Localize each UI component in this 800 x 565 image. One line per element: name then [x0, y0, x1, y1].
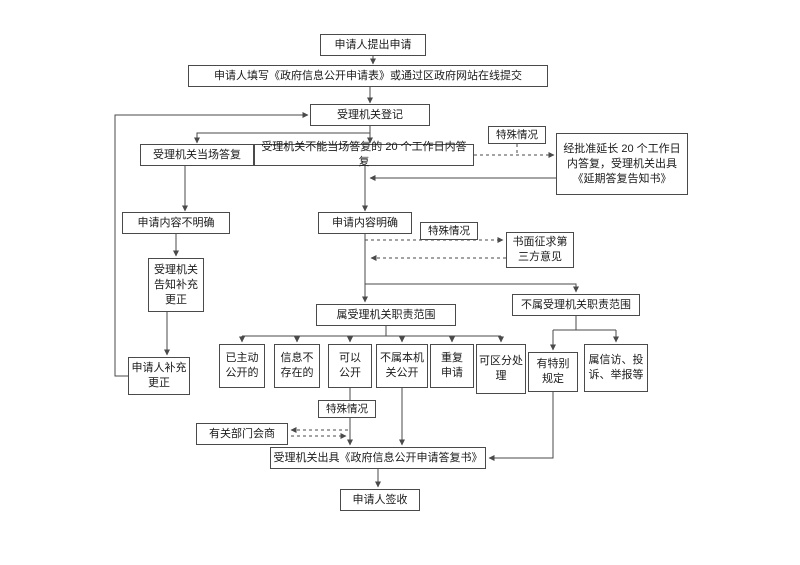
node-applicant-supplement: 申请人补充 更正 [128, 357, 190, 395]
node-fill-form: 申请人填写《政府信息公开申请表》或通过区政府网站在线提交 [188, 65, 548, 87]
node-special-case-3: 特殊情况 [318, 400, 376, 418]
node-onspot-reply: 受理机关当场答复 [140, 144, 254, 166]
node-differentiated: 可区分处 理 [476, 344, 526, 394]
node-petition: 属信访、投 诉、举报等 [584, 344, 648, 392]
node-notify-supplement: 受理机关 告知补充 更正 [148, 258, 204, 312]
node-content-clear: 申请内容明确 [318, 212, 412, 234]
node-repeat-apply: 重复 申请 [430, 344, 474, 388]
node-not-this-organ: 不属本机 关公开 [376, 344, 428, 388]
node-content-unclear: 申请内容不明确 [122, 212, 230, 234]
node-register: 受理机关登记 [310, 104, 430, 126]
node-in-scope: 属受理机关职责范围 [316, 304, 456, 326]
node-special-case-1: 特殊情况 [488, 126, 546, 144]
node-not-onspot-reply: 受理机关不能当场答复的 20 个工作日内答复 [254, 141, 474, 168]
node-issue-reply: 受理机关出具《政府信息公开申请答复书》 [270, 447, 486, 469]
node-extend-reply: 经批准延长 20 个工作日 内答复，受理机关出具 《延期答复告知书》 [556, 133, 688, 195]
node-third-party: 书面征求第 三方意见 [506, 232, 574, 268]
node-special-rules: 有特别 规定 [528, 352, 578, 392]
node-can-disclose: 可以 公开 [328, 344, 372, 388]
node-apply: 申请人提出申请 [320, 34, 426, 56]
node-not-exist: 信息不 存在的 [274, 344, 320, 388]
node-special-case-2: 特殊情况 [420, 222, 478, 240]
node-out-scope: 不属受理机关职责范围 [512, 294, 640, 316]
node-already-public: 已主动 公开的 [219, 344, 265, 388]
node-dept-consult: 有关部门会商 [196, 423, 288, 445]
node-sign-receipt: 申请人签收 [340, 489, 420, 511]
